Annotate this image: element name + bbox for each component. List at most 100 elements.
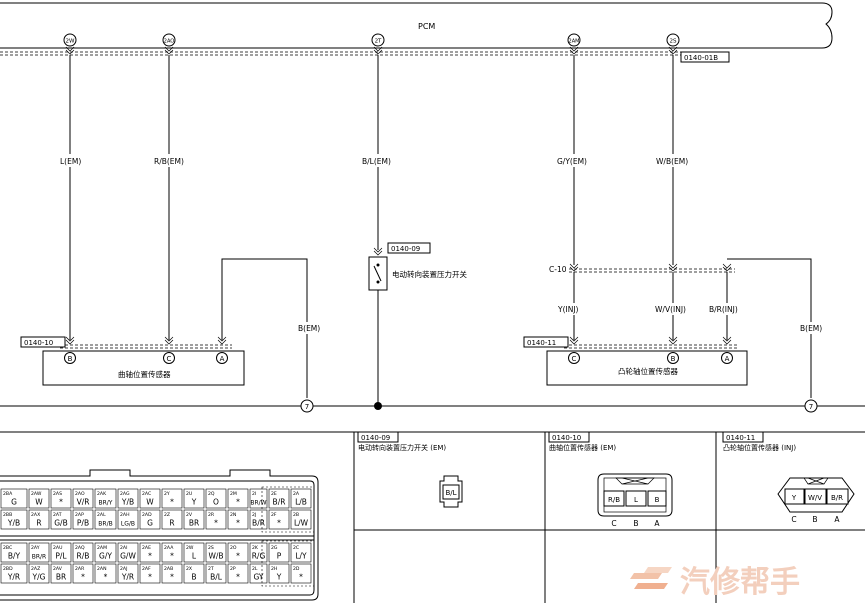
pcm-connector-color: BR (189, 519, 199, 528)
pcm-connector-color: W (35, 498, 43, 507)
pcm-connector-cell (28, 563, 50, 584)
pcm-connector-color: L/Y (295, 552, 307, 561)
pcm-connector-pin: 2Y (164, 491, 170, 497)
connector-cell: R/B (608, 496, 620, 504)
pcm-connector-cell (28, 542, 50, 563)
pcm-pin: 2AO (164, 39, 175, 45)
pcm-connector-pin: 2G (271, 545, 278, 551)
pcm-connector-cell (183, 509, 205, 530)
pcm-connector-group (261, 540, 315, 587)
pcm-connector-cell (161, 488, 183, 509)
pcm-connector-cell (72, 488, 94, 509)
crank-sensor: 0140-10 B C A 曲轴位置传感器 (20, 336, 245, 386)
pcm-connector-cell (249, 509, 268, 530)
pcm-connector-pin: 2AO (75, 491, 85, 497)
panel-ref: 0140-11 (726, 434, 755, 442)
watermark-text: 汽修帮手 (680, 565, 800, 599)
pcm-connector-pin: 2AL (97, 512, 106, 518)
pcm-connector-cell (94, 509, 117, 530)
pcm-connector-color: * (148, 573, 152, 582)
connector-pin-letter: A (654, 519, 660, 528)
pcm-connector-color: * (148, 552, 152, 561)
wire-label: G/Y(EM) (557, 157, 587, 166)
pcm-connector-color: P/L (55, 552, 67, 561)
pcm-connector-cell (183, 563, 205, 584)
pcm-connector-pin: 2X (186, 566, 192, 572)
panel-title: 电动转向装置压力开关 (EM) (358, 443, 446, 452)
pcm-connector-cell (290, 488, 312, 509)
pcm-connector-pin: 2U (186, 491, 192, 497)
crank-pin: C (167, 355, 172, 363)
pcm-connector-pin: 2AG (120, 491, 130, 497)
pcm-connector-color: G/W (120, 552, 136, 561)
pcm-connector-cell (94, 563, 117, 584)
switch-ref: 0140-09 (391, 245, 420, 253)
pcm-connector-color: R/B (77, 552, 90, 561)
pcm-connector-cell (249, 563, 268, 584)
pcm-connector-cell (205, 542, 227, 563)
pcm-connector-pin: 2AF (142, 566, 151, 572)
pcm-connector-cell (50, 509, 72, 530)
pcm-connector-pin: 2A (293, 491, 300, 497)
pcm-connector-color: Y/B (7, 519, 20, 528)
pcm-connector-pin: 2W (186, 545, 194, 551)
wire-label: B(EM) (298, 324, 320, 333)
pcm-connector-pin: 2J (252, 512, 256, 518)
pcm-connector-cell (161, 542, 183, 563)
wire-label: W/B(EM) (656, 157, 688, 166)
pcm-connector: 2BAG2AWW2AS*2AOV/R2AKBR/Y2AGY/B2ACW2Y*2U… (0, 469, 319, 601)
pcm-connector-cell (117, 542, 139, 563)
pcm-connector-cell (290, 542, 312, 563)
pcm-connector-color: * (104, 573, 108, 582)
pressure-switch: 0140-09 电动转向装置压力开关 (368, 242, 467, 291)
pcm-connector-pin: 2BC (3, 545, 12, 551)
panel-title: 凸轮轴位置传感器 (INJ) (723, 443, 796, 452)
pcm-connector-color: B/R (273, 498, 286, 507)
ground-wire-cam (727, 258, 812, 398)
pcm-connector-pin: 2C (293, 545, 299, 551)
ground-splice (374, 402, 382, 410)
pcm-connector-pin: 2B (293, 512, 299, 518)
pcm-connector-cell (0, 563, 28, 584)
crank-label: 曲轴位置传感器 (118, 369, 171, 379)
pcm-connector-pin: 2K (252, 545, 259, 551)
ground-node-label: 7 (305, 403, 309, 411)
pcm-connector-color: R (169, 519, 174, 528)
pcm-connector-cell (183, 542, 205, 563)
pcm-pin: 2W (66, 39, 75, 45)
pcm-connector-color: B/Y (8, 552, 21, 561)
pcm-connector-pin: 2AY (31, 545, 40, 551)
pcm-module: PCM (0, 2, 833, 49)
pcm-connector-pin: 2AZ (31, 566, 40, 572)
c10-label: C-10 (549, 265, 567, 274)
pcm-connector-pin: 2AW (31, 491, 42, 497)
pcm-connector-cell (268, 542, 290, 563)
pcm-ref-box (680, 51, 730, 63)
pcm-connector-cell (117, 563, 139, 584)
pcm-connector-color: * (81, 573, 85, 582)
cam-sensor: 0140-11 C B A 凸轮轴位置传感器 (523, 336, 748, 386)
pcm-pins: 2W 2AO 2T 2AM 2S (63, 33, 680, 47)
pcm-connector-cell (205, 563, 227, 584)
connector-pin-letter: C (791, 515, 796, 524)
pcm-connector-cell (28, 488, 50, 509)
connector-cell: B/R (831, 494, 843, 502)
pcm-connector-color: * (299, 573, 303, 582)
pcm-connector-cell (117, 509, 139, 530)
pcm-connector-color: * (236, 552, 240, 561)
pcm-connector-cell (94, 488, 117, 509)
pcm-connector-cell (0, 488, 28, 509)
pcm-connector-pin: 2AE (142, 545, 151, 551)
cam-pin: C (572, 355, 577, 363)
pcm-connector-cell (227, 488, 249, 509)
pcm-connector-pin: 2AQ (75, 545, 85, 551)
pcm-connector-pin: 2D (293, 566, 300, 572)
cam-ref: 0140-11 (527, 339, 556, 347)
pcm-connector-pin: 2Q (208, 491, 215, 497)
pcm-connector-color: BR/R (32, 554, 46, 561)
pcm-connector-cell (205, 488, 227, 509)
pcm-connector-color: * (170, 552, 174, 561)
pcm-connector-color: * (59, 498, 63, 507)
pcm-connector-color: L/W (294, 519, 309, 528)
